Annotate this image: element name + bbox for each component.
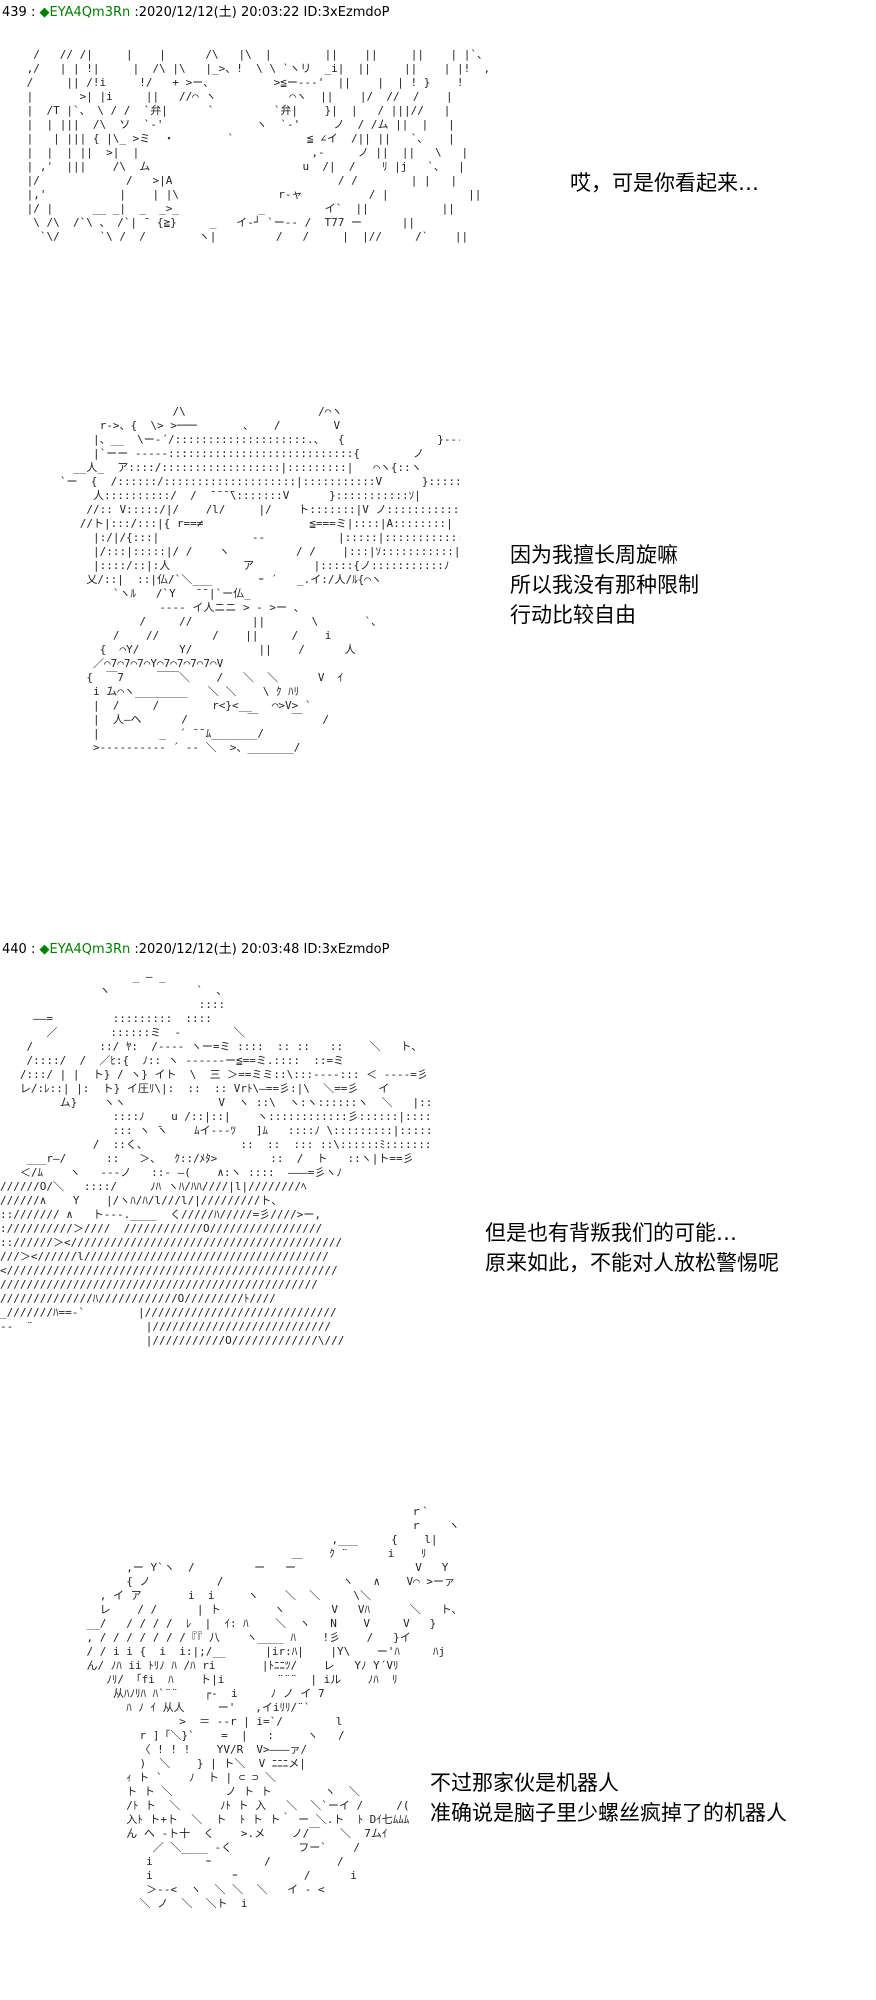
speech-line: 哎，可是你看起来… (570, 171, 759, 195)
speech-line: 行动比较自由 (510, 603, 636, 627)
ascii-art-panel-1: / // /| | | /\ |\ | || || || | |`、 、 ,/ … (26, 48, 490, 243)
trip-diamond-icon: ◆ (39, 5, 50, 20)
trip-diamond-icon: ◆ (39, 942, 50, 957)
speech-line: 但是也有背叛我们的可能… (485, 1221, 737, 1245)
post-date: 2020/12/12(土) (138, 942, 237, 957)
speech-line: 准确说是脑子里少螺丝疯掉了的机器人 (430, 1801, 787, 1825)
ascii-art-panel-3: _ ― _ ヽ ` 、 :::: ――= ::::::::: :::: ／ ::… (0, 970, 430, 1347)
poster-name[interactable]: EYA4Qm3Rn (49, 942, 131, 957)
speech-panel-1: 哎，可是你看起来… (570, 168, 759, 198)
speech-line: 不过那家伙是机器人 (430, 1771, 619, 1795)
ascii-art-panel-2: /\ /⌒ヽ r‐>、{ \> >─── 、 / V |、__ \ー‐´/:::… (59, 405, 460, 754)
post-date: 2020/12/12(土) (138, 5, 237, 20)
post-id: ID:3xEzmdoP (303, 942, 390, 957)
speech-panel-4: 不过那家伙是机器人 准确说是脑子里少螺丝疯掉了的机器人 (430, 1768, 787, 1828)
post-time: 20:03:48 (240, 942, 300, 957)
post-number: 439 (2, 5, 27, 20)
post-header-440: 440 : ◆EYA4Qm3Rn :2020/12/12(土) 20:03:48… (2, 942, 390, 957)
speech-line: 所以我没有那种限制 (510, 573, 699, 597)
speech-line: 原来如此，不能对人放松警惕呢 (485, 1251, 779, 1275)
speech-panel-3: 但是也有背叛我们的可能… 原来如此，不能对人放松警惕呢 (485, 1218, 779, 1278)
ascii-art-panel-4: ｒ` ｒ ヽ ,___ { l| ＿ ｸ ¨ i ﾘ / ,ー Y (86, 1505, 460, 1910)
post-number: 440 (2, 942, 27, 957)
speech-panel-2: 因为我擅长周旋嘛 所以我没有那种限制 行动比较自由 (510, 540, 699, 630)
post-time: 20:03:22 (240, 5, 300, 20)
post-id: ID:3xEzmdoP (303, 5, 390, 20)
poster-name[interactable]: EYA4Qm3Rn (49, 5, 131, 20)
speech-line: 因为我擅长周旋嘛 (510, 543, 678, 567)
post-header-439: 439 : ◆EYA4Qm3Rn :2020/12/12(土) 20:03:22… (2, 5, 390, 20)
